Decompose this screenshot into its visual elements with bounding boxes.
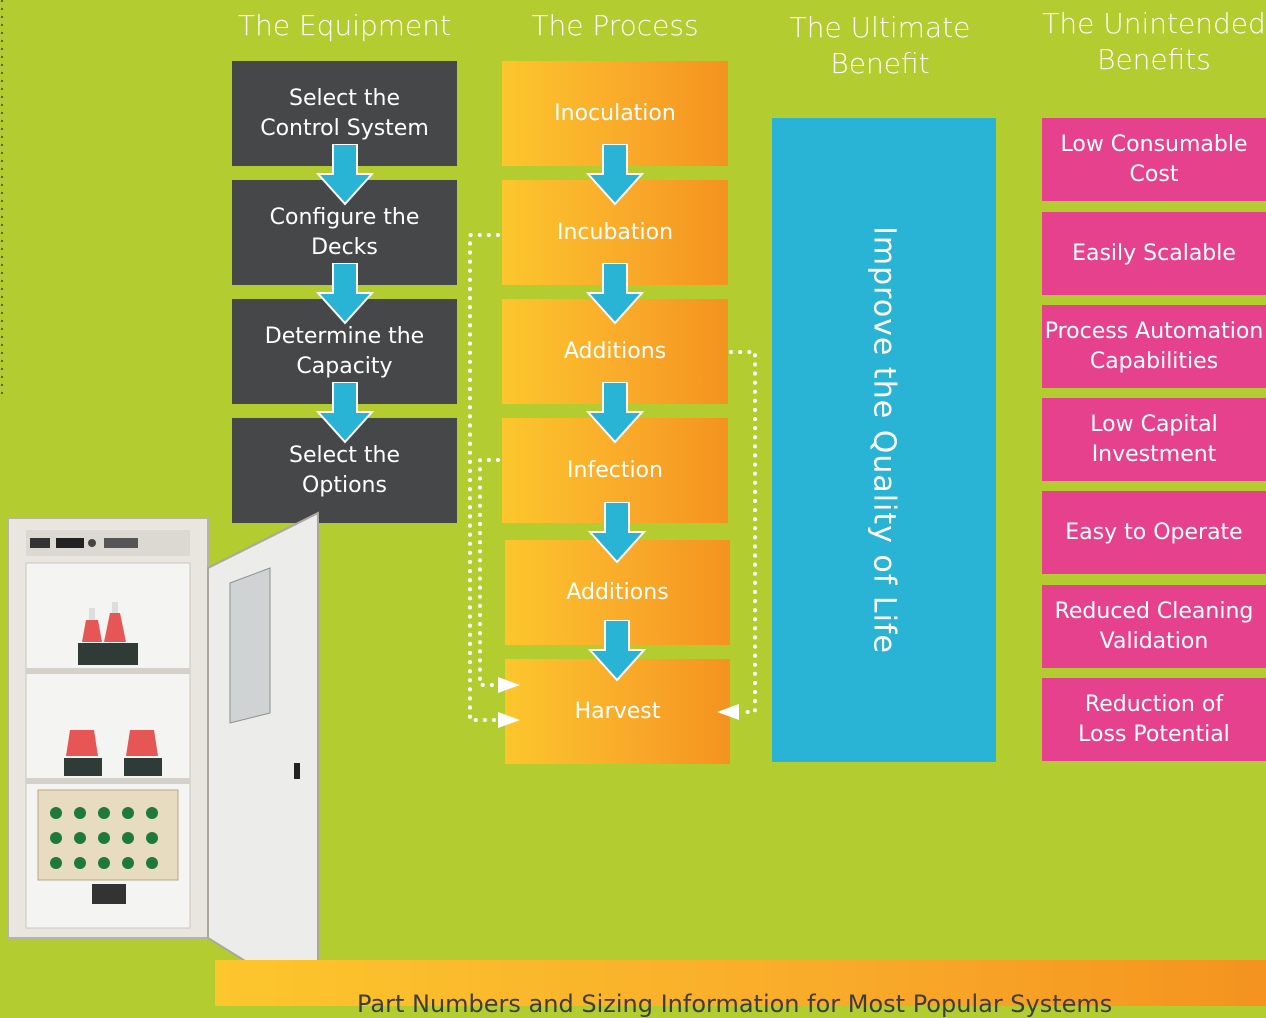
equipment-step-label: Configure the Decks	[269, 204, 420, 260]
down-arrow-icon	[586, 263, 644, 325]
heading-equipment: The Equipment	[238, 9, 451, 42]
benefit-label: Reduced Cleaning Validation	[1054, 598, 1254, 654]
benefit-label: Reduction of Loss Potential	[1078, 691, 1230, 747]
heading-ultimate-benefit: The Ultimate Benefit	[789, 11, 971, 80]
benefit-low-consumable-cost: Low Consumable Cost	[1042, 118, 1266, 201]
down-arrow-icon	[316, 144, 374, 206]
footer-bar[interactable]: Part Numbers and Sizing Information for …	[215, 960, 1266, 1018]
benefit-easily-scalable: Easily Scalable	[1042, 212, 1266, 295]
down-arrow-icon	[586, 382, 644, 444]
benefit-low-capital-investment: Low Capital Investment	[1042, 398, 1266, 481]
dotted-connector-lines	[468, 233, 520, 728]
down-arrow-icon	[316, 263, 374, 325]
heading-process: The Process	[531, 9, 699, 42]
benefit-process-automation: Process Automation Capabilities	[1042, 305, 1266, 388]
benefit-label: Easily Scalable	[1072, 240, 1236, 266]
benefit-label: Process Automation Capabilities	[1044, 318, 1264, 374]
benefit-reduced-cleaning-validation: Reduced Cleaning Validation	[1042, 585, 1266, 668]
left-edge-dotted-line	[1, 0, 3, 395]
incubator-shaker-image	[8, 511, 319, 1006]
benefit-easy-to-operate: Easy to Operate	[1042, 491, 1266, 574]
ultimate-benefit-box: Improve the Quality of Life	[772, 118, 996, 762]
down-arrow-icon	[588, 502, 646, 564]
benefit-reduction-of-loss: Reduction of Loss Potential	[1042, 678, 1266, 761]
down-arrow-icon	[586, 144, 644, 206]
benefit-label: Low Consumable Cost	[1060, 131, 1248, 187]
down-arrow-icon	[588, 620, 646, 682]
dotted-connector-return	[717, 350, 757, 720]
footer-link-text[interactable]: Part Numbers and Sizing Information for …	[357, 990, 1113, 1018]
equipment-step-label: Select the Options	[289, 442, 400, 498]
ultimate-benefit-label: Improve the Quality of Life	[866, 226, 902, 654]
heading-unintended-benefits: The Unintended Benefits	[1042, 7, 1266, 76]
equipment-step-label: Select the Control System	[260, 85, 429, 141]
equipment-step-label: Determine the Capacity	[264, 323, 425, 379]
benefit-label: Easy to Operate	[1065, 519, 1243, 545]
down-arrow-icon	[316, 382, 374, 444]
benefit-label: Low Capital Investment	[1090, 411, 1218, 467]
